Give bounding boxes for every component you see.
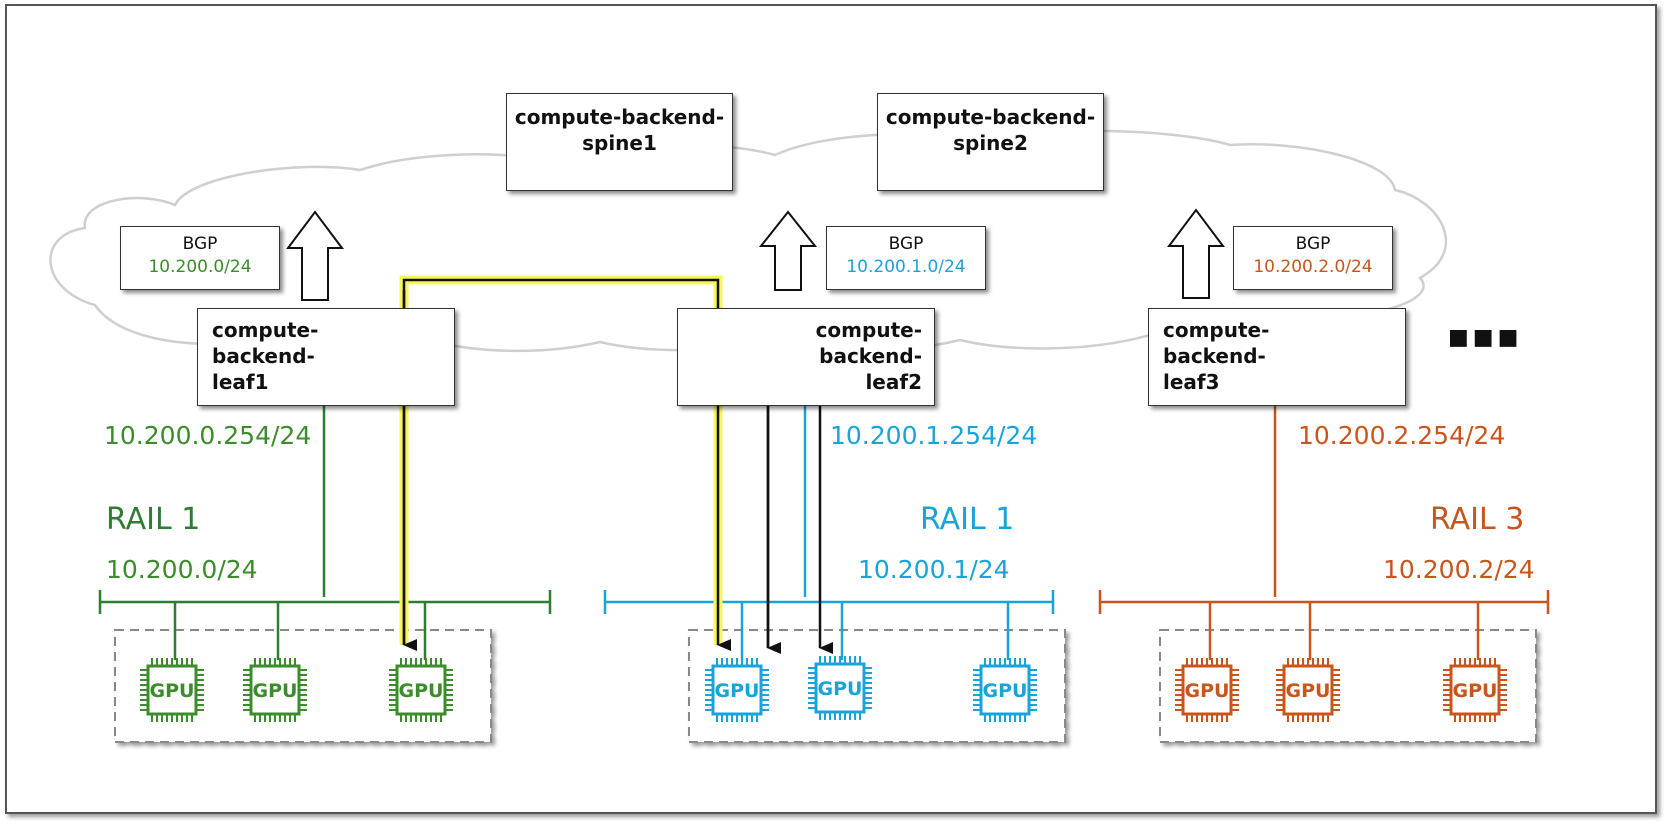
gpu-label: GPU [399, 680, 444, 702]
gpu-chip-icon: GPU [705, 658, 769, 722]
spine1-box: compute-backend- spine1 [506, 93, 733, 191]
rail-subnet-1: 10.200.0/24 [106, 555, 258, 584]
gpu-chip-icon: GPU [389, 658, 453, 722]
gateway-address-2: 10.200.1.254/24 [830, 421, 1038, 450]
spine1-label-line1: compute-backend- [514, 105, 725, 129]
leaf2-label-line1: compute- [815, 318, 922, 342]
leaf1-box: compute- backend- leaf1 [197, 308, 455, 406]
gpu-chip-icon: GPU [243, 658, 307, 722]
rail-name-3: RAIL 3 [1430, 502, 1525, 537]
spine1-label-line2: spine1 [582, 131, 657, 155]
gpu-chip-icon: GPU [1175, 658, 1239, 722]
cloud-shape [49, 129, 1448, 353]
leaf3-label-line2: backend- [1163, 344, 1266, 368]
gpu-chip-icon: GPU [808, 656, 872, 720]
gpu-drops-rail1 [173, 602, 427, 660]
gpu-label: GPU [1453, 680, 1498, 702]
gpu-label: GPU [715, 680, 760, 702]
gpu-drops-rail3 [1208, 602, 1480, 660]
leaf1-label-line3: leaf1 [212, 370, 269, 394]
gpu-label: GPU [253, 680, 298, 702]
rail-name-1: RAIL 1 [106, 502, 201, 537]
bgp-prefix: 10.200.2.0/24 [1253, 257, 1373, 277]
gpu-label: GPU [1185, 680, 1230, 702]
bgp-up-arrow [286, 210, 344, 301]
bgp-box-2: BGP 10.200.1.0/24 [826, 226, 986, 290]
bgp-prefix: 10.200.1.0/24 [846, 257, 966, 277]
rail-name-2: RAIL 1 [920, 502, 1015, 537]
gateway-address-3: 10.200.2.254/24 [1298, 421, 1506, 450]
gpu-chip-icon: GPU [140, 658, 204, 722]
rail2-bar [603, 590, 1055, 614]
gpu-label: GPU [983, 680, 1028, 702]
bgp-up-arrow [758, 210, 818, 291]
bgp-up-arrow [1167, 208, 1225, 299]
bgp-prefix: 10.200.0/24 [148, 257, 252, 277]
bgp-title: BGP [1295, 234, 1331, 254]
gateway-address-1: 10.200.0.254/24 [104, 421, 312, 450]
leaf3-box: compute- backend- leaf3 [1148, 308, 1406, 406]
gpu-chip-icon: GPU [1276, 658, 1340, 722]
gpu-chip-icon: GPU [1443, 658, 1507, 722]
leaf2-box: compute- backend- leaf2 [677, 308, 935, 406]
gpu-label: GPU [1286, 680, 1331, 702]
spine2-label-line2: spine2 [953, 131, 1028, 155]
gpu-drops-rail2 [740, 602, 1010, 660]
gpu-chip-icon: GPU [973, 658, 1037, 722]
bgp-title: BGP [888, 234, 924, 254]
leaf2-label-line3: leaf2 [865, 370, 922, 394]
leaf1-label-line1: compute- [212, 318, 319, 342]
bgp-box-1: BGP 10.200.0/24 [120, 226, 280, 290]
leaf2-label-line2: backend- [819, 344, 922, 368]
leaf3-label-line1: compute- [1163, 318, 1270, 342]
more-indicator: ■■■ [1448, 325, 1523, 350]
rail-subnet-2: 10.200.1/24 [858, 555, 1010, 584]
bgp-title: BGP [182, 234, 218, 254]
rail3-bar [1098, 590, 1550, 614]
spine2-label-line1: compute-backend- [885, 105, 1096, 129]
gpu-label: GPU [150, 680, 195, 702]
leaf3-label-line3: leaf3 [1163, 370, 1220, 394]
bgp-box-3: BGP 10.200.2.0/24 [1233, 226, 1393, 290]
rail-subnet-3: 10.200.2/24 [1383, 555, 1535, 584]
leaf1-label-line2: backend- [212, 344, 315, 368]
spine2-box: compute-backend- spine2 [877, 93, 1104, 191]
gpu-label: GPU [818, 678, 863, 700]
